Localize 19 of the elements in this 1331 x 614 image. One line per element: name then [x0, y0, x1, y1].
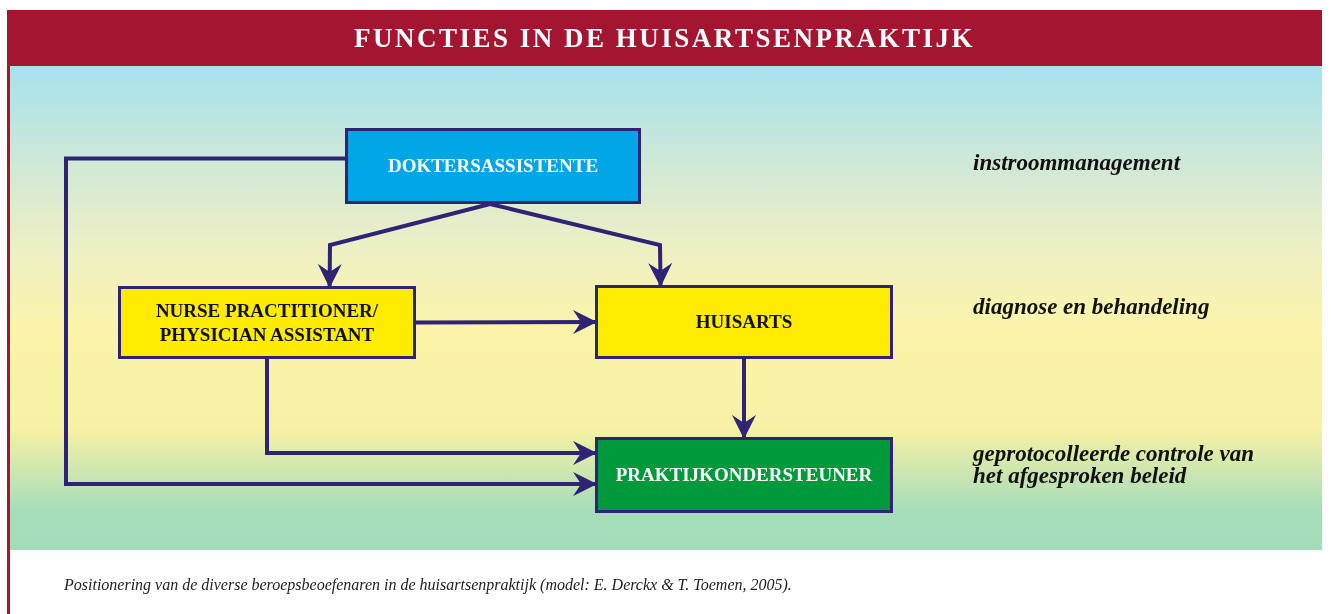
caption: Positionering van de diverse beroepsbeoefenaren in de huisartsenpraktijk (model: E. Derckx & T. Toemen, 2005). [64, 576, 792, 594]
level-label: instroommanagement [973, 152, 1182, 174]
role-label: PRAKTIJKONDERSTEUNER [615, 463, 873, 487]
arrow [317, 202, 491, 288]
role-label: DOKTERSASSISTENTE [387, 154, 599, 178]
role-label: NURSE PRACTITIONER/ PHYSICIAN ASSISTANT [154, 298, 380, 347]
level-label: diagnose en behandeling [973, 296, 1211, 318]
role-box [595, 437, 893, 513]
arrow [64, 156, 597, 497]
role-box [595, 285, 893, 359]
arrow [732, 359, 756, 439]
arrow [489, 202, 673, 287]
level-label: geprotocolleerde controle van het afgesproken beleid [973, 443, 1256, 487]
title: FUNCTIES IN DE HUISARTSENPRAKTIJK [354, 22, 975, 54]
role-label: HUISARTS [695, 310, 793, 334]
role-box [345, 128, 641, 204]
arrow [416, 310, 597, 335]
role-box [118, 286, 416, 359]
arrow [265, 359, 597, 465]
